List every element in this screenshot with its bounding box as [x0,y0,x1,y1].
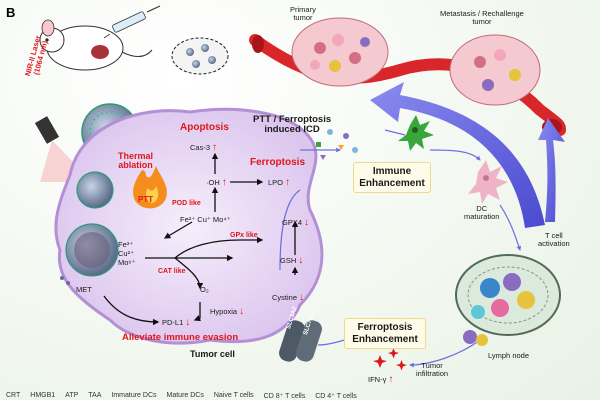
transporter [279,320,322,362]
label-t-cell-activation: T cell activation [538,231,570,248]
label-alleviate: Alleviate immune evasion [122,332,239,343]
label-cat-like: CAT like [158,268,186,275]
label-cystine: Cystine↓ [272,292,305,303]
metastasis-tumor [449,34,541,106]
label-metal-ions-top: Fe²⁺ Cu⁺ Mo⁴⁺ [180,215,231,224]
label-apoptosis: Apoptosis [180,122,229,133]
label-metastasis-tumor: Metastasis / Rechallenge tumor [440,9,524,26]
nanoparticle-zoom [171,37,229,75]
label-cas3: Cas-3↑ [190,142,218,153]
panel-label: B [6,5,16,20]
label-lymph-node: Lymph node [488,351,530,360]
box-immune-enhancement: Immune Enhancement [353,162,431,193]
label-gpx-like: GPx like [230,232,258,239]
legend-item: HMGB1 [30,392,56,399]
label-metal-ions-left: Fe³⁺ Cu²⁺ Mo⁶⁺ [118,240,136,267]
arrow-tcell-to-tumor [370,82,545,228]
lymph-node [455,254,561,346]
label-o2: O₂ [200,285,209,294]
label-ferroptosis: Ferroptosis [250,157,306,168]
flame-icon [133,166,167,209]
label-thermal-ablation: Thermal ablation [118,151,154,170]
legend-item: Immature DCs [111,392,157,399]
label-met: MET [76,285,92,294]
label-oh: ·OH↑ [206,177,227,188]
legend-item: Mature DCs [166,392,204,399]
label-tumor-infiltration: Tumor infiltration [416,361,449,378]
primary-tumor [291,17,389,87]
syringe-illustration [103,5,161,39]
legend-item: CD 8⁺ T cells [263,392,306,400]
mouse-illustration [39,19,153,71]
immature-dc [398,115,434,151]
tumor-cell [54,107,324,345]
label-gsh: GSH↓ [280,255,304,266]
icd-signals [316,129,358,160]
mature-dc [468,160,508,204]
label-hypoxia: Hypoxia↓ [210,306,245,317]
label-ptt: PTT [138,195,154,204]
legend-item: Naive T cells [213,392,254,399]
label-ifn: IFN-γ↑ [368,374,394,385]
legend-item: ATP [65,392,79,399]
legend-item: CRT [6,392,21,399]
label-pod-like: POD like [172,200,201,207]
label-tumor-cell: Tumor cell [190,349,235,359]
label-dc-maturation: DC maturation [464,204,500,221]
label-gpx4: GPX4↓ [282,217,310,228]
legend: CRT HMGB1 ATP TAA Immature DCs Mature DC… [0,391,600,400]
legend-item: CD 4⁺ T cells [315,392,357,400]
label-lpo: LPO↑ [268,177,291,188]
legend-item: TAA [88,392,102,399]
label-pdl1: PD-L1↓ [162,317,191,328]
label-primary-tumor: Primary tumor [290,5,316,22]
box-ferroptosis-enhancement: Ferroptosis Enhancement [344,318,426,349]
ifn-signal [373,348,407,371]
label-ptt-ferroptosis-icd: PTT / Ferroptosis induced ICD [253,114,332,135]
